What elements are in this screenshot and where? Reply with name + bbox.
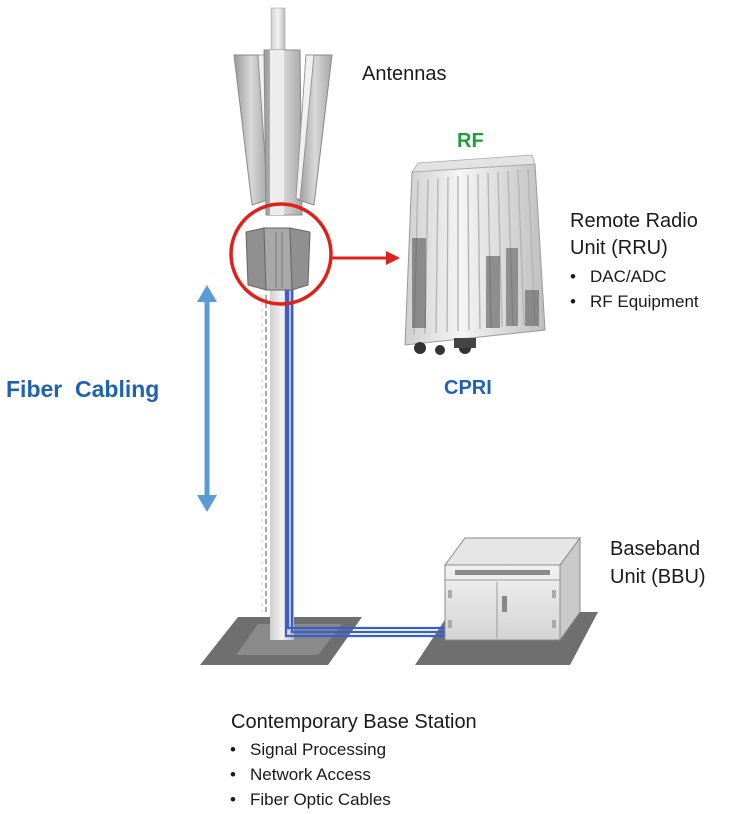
antenna-panels: [233, 49, 333, 216]
base-station-title: Contemporary Base Station: [231, 711, 477, 733]
fiber-cabling-label: Fiber Cabling: [6, 376, 160, 402]
tower-rru-cluster: [245, 227, 311, 291]
antennas-label: Antennas: [362, 63, 447, 85]
rru-bullet-item: RF Equipment: [568, 289, 699, 314]
tower-pole: [261, 290, 294, 640]
base-station-bullet-item: Signal Processing: [228, 737, 391, 762]
base-station-bullet-list: Signal Processing Network Access Fiber O…: [228, 737, 391, 812]
bbu-cabinet-image: [444, 536, 581, 642]
rru-bullet-item: DAC/ADC: [568, 264, 699, 289]
cpri-label: CPRI: [444, 377, 492, 399]
rru-pointer-arrow: [331, 251, 400, 265]
base-station-bullet-item: Fiber Optic Cables: [228, 787, 391, 812]
fiber-cables: [284, 290, 445, 638]
rru-bullet-list: DAC/ADC RF Equipment: [568, 264, 699, 314]
bbu-title-line1: Baseband: [610, 538, 701, 560]
rru-device-image: [404, 154, 546, 355]
rru-title-line2: Unit (RRU): [570, 237, 668, 259]
bbu-title-line2: Unit (BBU): [610, 566, 706, 588]
rru-highlight-circle: [229, 202, 333, 306]
fiber-length-arrow: [197, 285, 217, 512]
base-station-bullet-item: Network Access: [228, 762, 391, 787]
rru-title-line1: Remote Radio: [570, 210, 698, 232]
rf-label: RF: [457, 130, 484, 152]
